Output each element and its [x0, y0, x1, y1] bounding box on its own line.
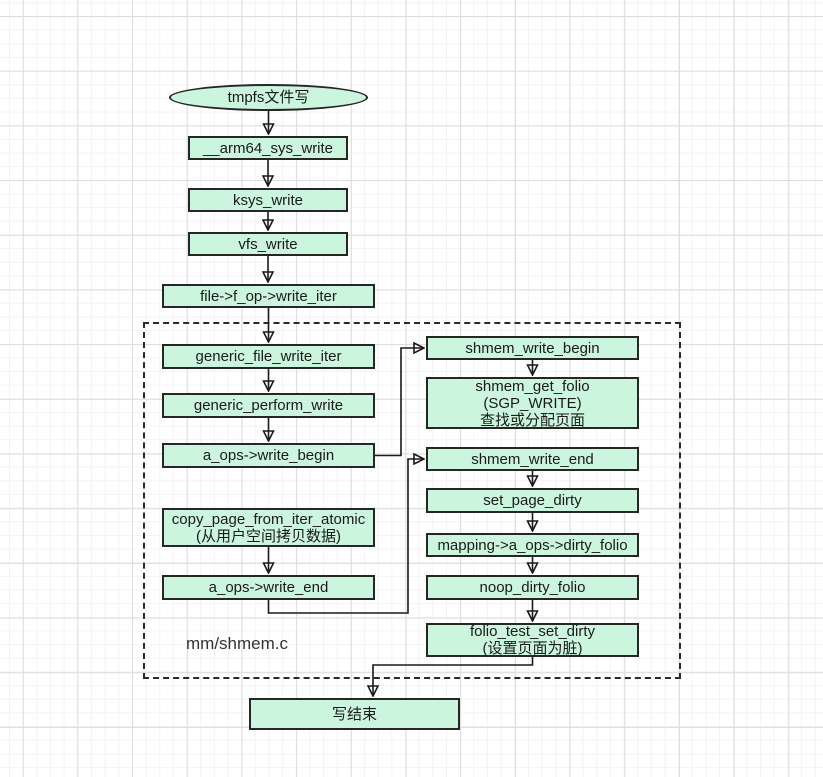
node-generic-file-write-iter[interactable]: generic_file_write_iter [162, 344, 375, 369]
node-label: __arm64_sys_write [202, 139, 334, 157]
node-vfs-write[interactable]: vfs_write [188, 232, 348, 256]
node-label: file->f_op->write_iter [200, 287, 337, 305]
node-a-ops-write-end[interactable]: a_ops->write_end [162, 575, 375, 600]
node-label: tmpfs文件写 [227, 89, 310, 106]
node-shmem-get-folio[interactable]: shmem_get_folio (SGP_WRITE) 查找或分配页面 [426, 377, 639, 429]
node-label: vfs_write [238, 235, 298, 253]
node-label: mapping->a_ops->dirty_folio [437, 536, 628, 554]
node-label: a_ops->write_begin [202, 447, 335, 464]
node-end-write-finish[interactable]: 写结束 [249, 698, 460, 730]
node-mapping-a-ops-dirty-folio[interactable]: mapping->a_ops->dirty_folio [426, 533, 639, 557]
node-label-line2: (设置页面为脏) [482, 640, 583, 657]
node-noop-dirty-folio[interactable]: noop_dirty_folio [426, 575, 639, 600]
node-label-line3: 查找或分配页面 [479, 411, 585, 429]
node-label: set_page_dirty [483, 492, 582, 509]
node-label-line1: folio_test_set_dirty [469, 623, 596, 640]
node-shmem-write-begin[interactable]: shmem_write_begin [426, 336, 639, 360]
node-label: generic_file_write_iter [195, 348, 342, 365]
node-set-page-dirty[interactable]: set_page_dirty [426, 488, 639, 513]
node-start-tmpfs-write[interactable]: tmpfs文件写 [169, 84, 368, 111]
node-shmem-write-end[interactable]: shmem_write_end [426, 447, 639, 471]
node-label-line1: copy_page_from_iter_atomic [171, 510, 366, 528]
node-copy-page-from-iter-atomic[interactable]: copy_page_from_iter_atomic (从用户空间拷贝数据) [162, 508, 375, 547]
node-generic-perform-write[interactable]: generic_perform_write [162, 393, 375, 418]
node-a-ops-write-begin[interactable]: a_ops->write_begin [162, 443, 375, 468]
node-label-line2: (SGP_WRITE) [483, 394, 582, 412]
node-label: generic_perform_write [193, 397, 344, 414]
node-label: shmem_write_end [471, 450, 594, 468]
node-arm64-sys-write[interactable]: __arm64_sys_write [188, 136, 348, 160]
node-file-fop-write-iter[interactable]: file->f_op->write_iter [162, 284, 375, 308]
node-label: noop_dirty_folio [479, 579, 586, 596]
node-ksys-write[interactable]: ksys_write [188, 188, 348, 212]
node-label: 写结束 [331, 705, 377, 723]
node-label-line1: shmem_get_folio [475, 377, 590, 395]
node-label: a_ops->write_end [208, 579, 329, 596]
node-label: ksys_write [232, 191, 303, 209]
node-label-line2: (从用户空间拷贝数据) [196, 527, 341, 545]
shmem-container-label: mm/shmem.c [186, 634, 288, 653]
node-label: shmem_write_begin [465, 339, 600, 357]
node-folio-test-set-dirty[interactable]: folio_test_set_dirty (设置页面为脏) [426, 623, 639, 657]
